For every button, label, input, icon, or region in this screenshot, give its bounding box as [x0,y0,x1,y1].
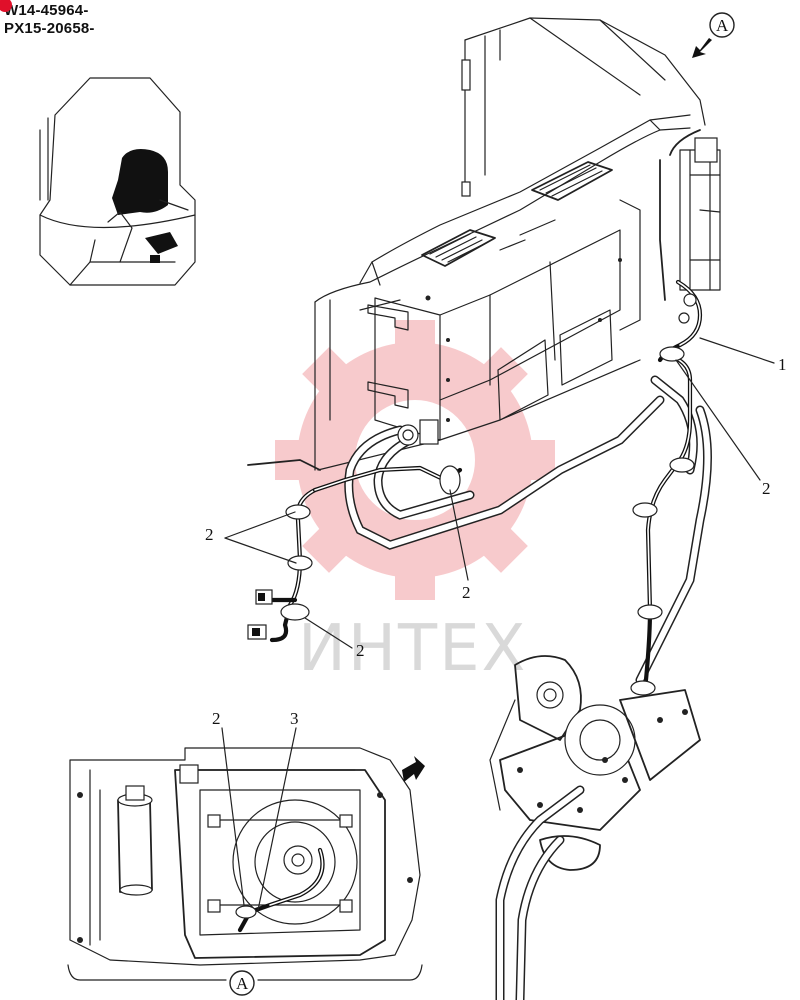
clamp-icon [280,603,310,621]
watermark-gear-logo [275,320,555,600]
serial-number-primary-text: W14-45964- [4,2,89,19]
clamp-icon [669,457,695,473]
clamp-icon [439,465,461,495]
red-marker-icon [0,0,12,12]
callout-item-2-lower: 2 [356,641,365,660]
view-a-arrow-top: A [692,12,735,58]
clamp-icon [287,555,313,571]
callouts-main: 1 2 2 2 2 [205,337,787,660]
wire-harness-upper [657,279,703,363]
callout-item-2-center: 2 [462,583,471,602]
view-a-label-top: A [716,16,729,35]
cab-thumbnail [39,77,196,286]
hvac-unit [314,17,706,471]
clamp-icon [632,502,658,518]
receiver-drier [117,785,153,896]
view-a-marker-icon [229,970,255,996]
view-a-label-bottom: A [236,974,249,993]
clamp-icon [285,504,311,520]
wire-harness-right [630,346,695,696]
detail-view-a: A 2 3 [67,709,425,996]
refrigerant-hoses [344,375,712,685]
clamp-icon [630,680,656,696]
callout-item-2-left: 2 [205,525,214,544]
air-vent-left [421,229,496,267]
wire-harness-left [247,459,463,643]
watermark-text: ИНТЕХ [298,612,527,686]
air-vent-right [531,161,613,201]
receiver-drier-assembly [659,129,721,301]
clamp-icon [235,905,257,919]
callout-item-2-right: 2 [762,479,771,498]
callout-item-2-detail: 2 [212,709,221,728]
compressor-assembly [489,655,701,1000]
callout-item-1: 1 [778,355,787,374]
serial-number-secondary: PX15-20658- [4,20,95,37]
clamp-icon [637,604,663,620]
clamp-icon [659,346,685,362]
view-direction-arrow-icon [402,756,425,782]
serial-number-primary: W14-45964- [0,0,89,19]
view-a-marker-icon [709,12,735,38]
callout-item-3-detail: 3 [290,709,299,728]
